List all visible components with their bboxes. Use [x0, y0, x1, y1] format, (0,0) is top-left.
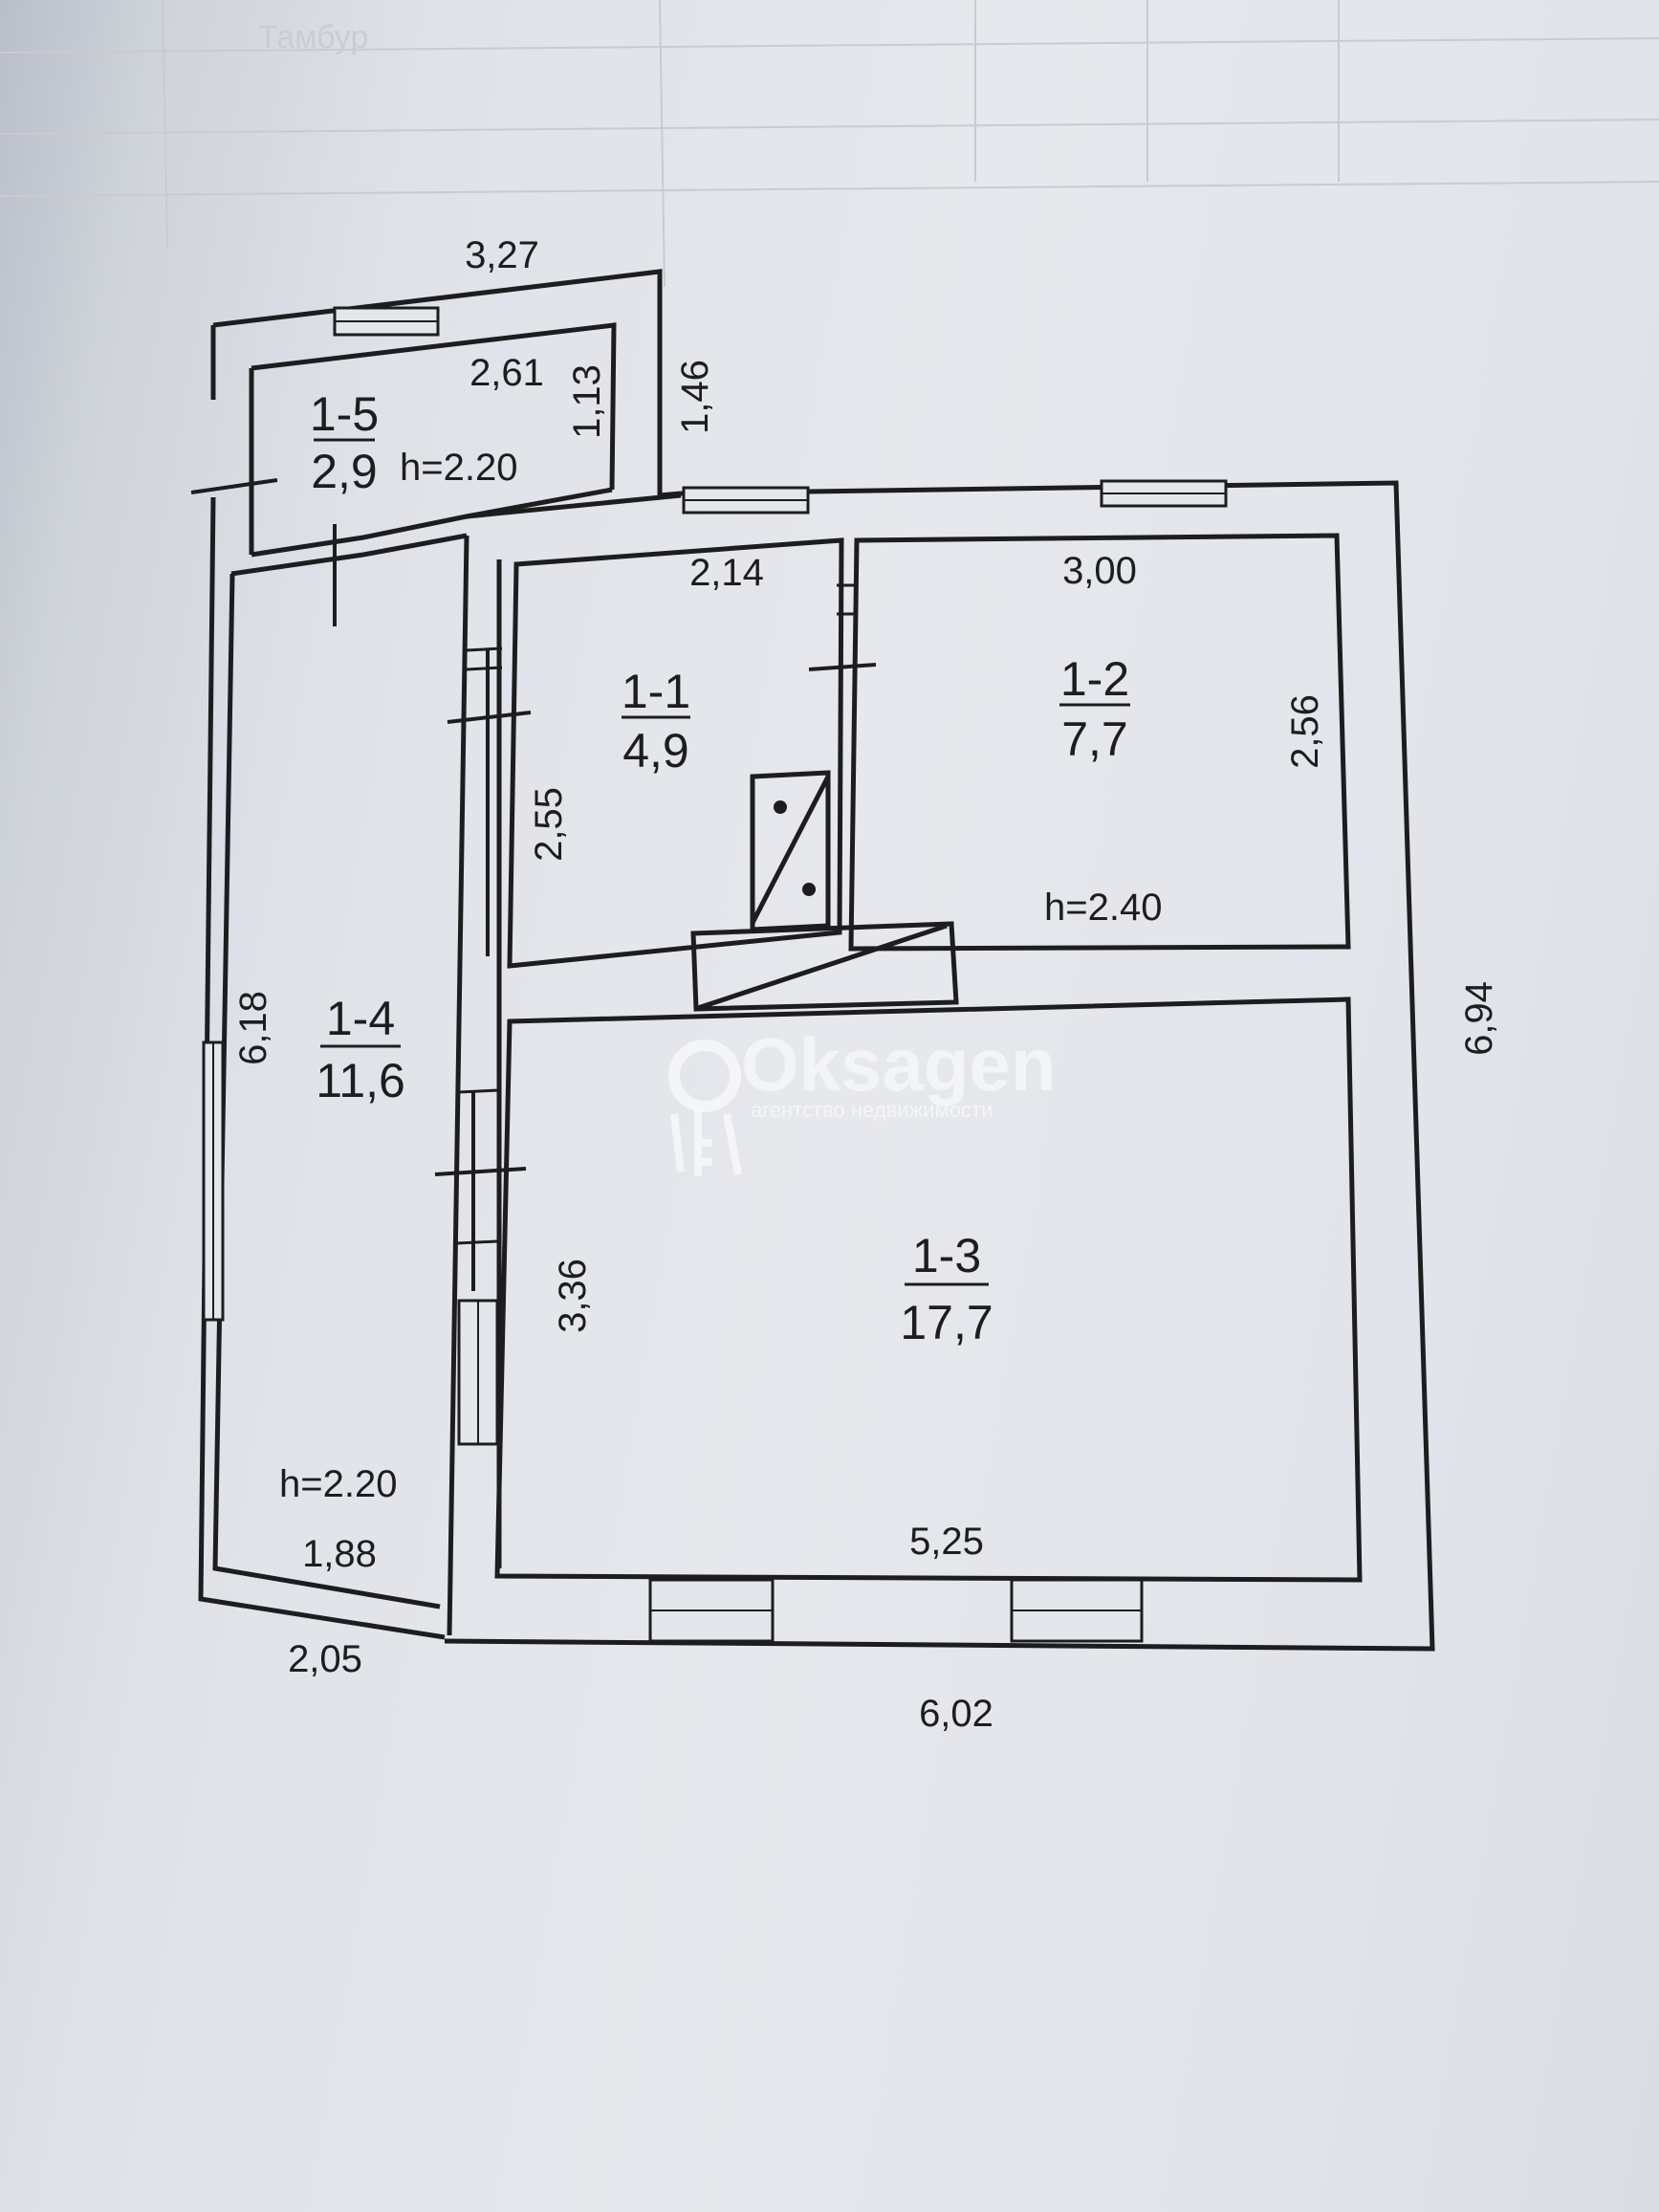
dim-total-width: 6,02: [919, 1693, 993, 1735]
svg-text:17,7: 17,7: [900, 1296, 993, 1349]
room-label-1-1: 1-1 4,9: [622, 665, 690, 777]
dim-1-3-height: 3,36: [552, 1259, 594, 1333]
svg-text:1-1: 1-1: [622, 665, 690, 718]
dim-total-height: 6,94: [1458, 981, 1500, 1056]
dim-small-height: 1,46: [674, 360, 716, 434]
svg-text:4,9: 4,9: [622, 724, 689, 777]
dim-1-5-width: 2,61: [469, 352, 544, 394]
door-1-2: [808, 663, 877, 671]
walls: [198, 269, 1435, 1652]
svg-text:11,6: 11,6: [316, 1054, 405, 1107]
dim-left-bottom: 2,05: [288, 1638, 362, 1680]
room-label-1-5: 1-5 2,9: [310, 387, 379, 498]
svg-text:1-5: 1-5: [310, 387, 379, 441]
chimney-dot: [802, 883, 816, 896]
room-label-1-4: 1-4 11,6: [316, 992, 405, 1107]
height-1-4: h=2.20: [279, 1463, 397, 1505]
dim-1-4-width: 1,88: [302, 1533, 377, 1575]
watermark-tagline: агентство недвижимости: [751, 1098, 993, 1122]
room-label-1-3: 1-3 17,7: [900, 1229, 993, 1349]
background-table-cell: Тамбур: [258, 19, 368, 55]
dimensions: 3,27 2,61 1,13 1,46 2,14 3,00 2,56 2,55 …: [232, 234, 1500, 1735]
dim-1-1-width: 2,14: [689, 552, 764, 594]
svg-text:1-3: 1-3: [912, 1229, 981, 1282]
watermark-brand: Oksagen: [741, 1022, 1056, 1106]
svg-text:1-2: 1-2: [1060, 652, 1129, 706]
svg-text:7,7: 7,7: [1061, 712, 1128, 766]
dim-1-2-height: 2,56: [1284, 694, 1326, 769]
dim-1-3-width: 5,25: [909, 1521, 984, 1563]
room-label-1-2: 1-2 7,7: [1059, 652, 1130, 766]
dim-1-2-width: 3,00: [1062, 550, 1137, 592]
dim-1-4-height: 6,18: [232, 991, 274, 1065]
doors: [190, 478, 877, 1291]
height-1-2: h=2.40: [1044, 887, 1162, 929]
keys-icon: [670, 1109, 742, 1176]
svg-text:1-4: 1-4: [326, 992, 395, 1045]
door-1-3: [434, 1167, 527, 1176]
dim-1-5-depth: 1,13: [566, 364, 608, 439]
svg-text:2,9: 2,9: [311, 445, 378, 498]
windows: [202, 306, 1228, 1643]
key-ring-icon: [668, 1040, 741, 1112]
chimney-dot: [774, 800, 787, 814]
watermark: Oksagen агентство недвижимости: [668, 1022, 1056, 1176]
door-1-5: [190, 478, 278, 494]
dim-1-1-height: 2,55: [528, 787, 570, 862]
background-table: [0, 0, 1659, 288]
dim-top-small: 3,27: [465, 234, 539, 276]
height-1-5: h=2.20: [400, 447, 517, 489]
